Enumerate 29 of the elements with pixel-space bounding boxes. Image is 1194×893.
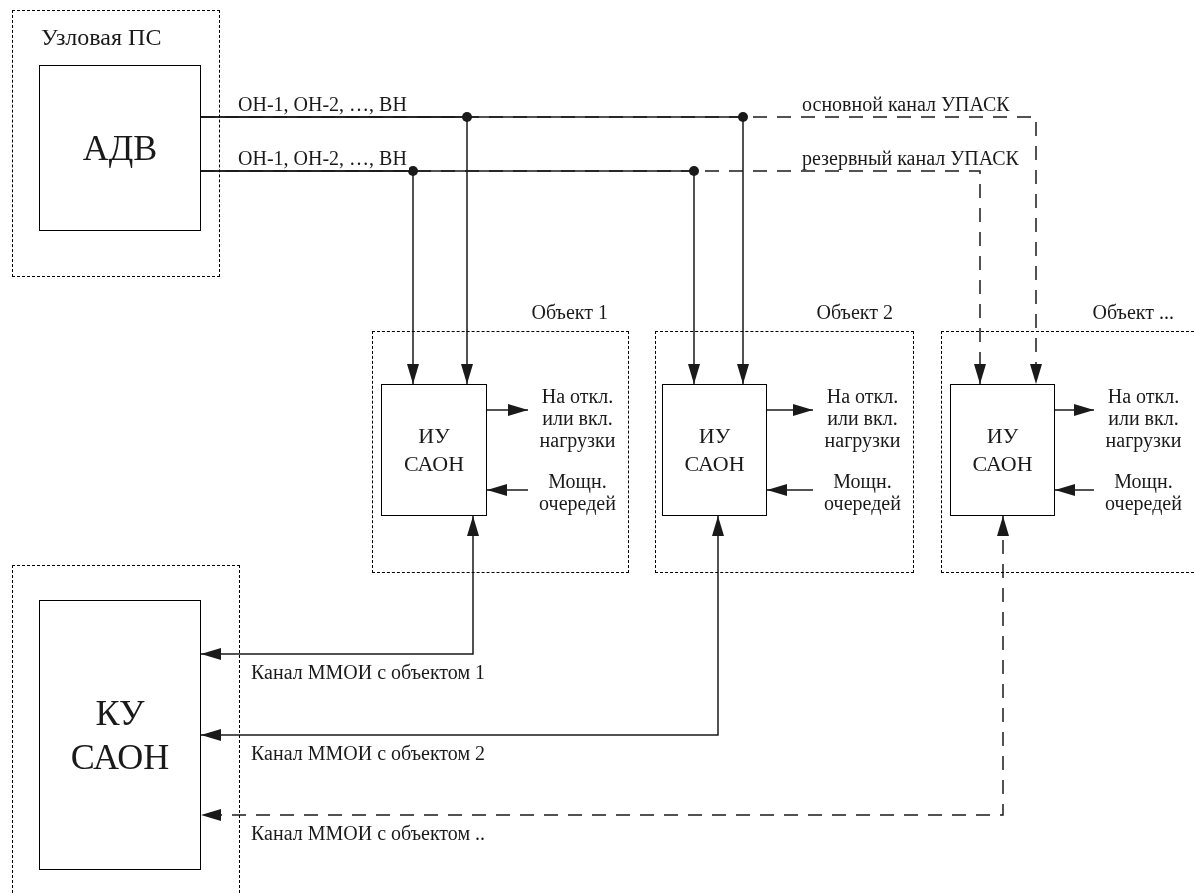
arrow	[200, 515, 479, 660]
arrow	[200, 515, 724, 741]
arrow	[1054, 484, 1095, 496]
box-label: АДВ	[81, 127, 159, 170]
signal-text: На откл. или вкл. нагрузки	[1094, 383, 1193, 453]
box-label: ИУ САОН	[402, 422, 466, 478]
dashed-group-box	[12, 565, 240, 893]
process-box	[39, 65, 201, 231]
arrow	[766, 484, 814, 496]
arrow	[200, 170, 986, 385]
arrow	[1054, 404, 1095, 416]
box-label: КУ САОН	[69, 692, 171, 779]
arrow	[486, 484, 529, 496]
signal-text: На откл. или вкл. нагрузки	[528, 383, 627, 453]
arrow	[766, 404, 814, 416]
signal-text: Мощн. очередей	[1094, 466, 1193, 518]
process-box	[950, 384, 1055, 516]
arrow	[200, 515, 1009, 821]
arrow	[486, 404, 529, 416]
process-box	[662, 384, 767, 516]
arrow	[200, 116, 1042, 385]
signal-text: Мощн. очередей	[813, 466, 912, 518]
signal-text: На откл. или вкл. нагрузки	[813, 383, 912, 453]
box-label: ИУ САОН	[971, 422, 1034, 478]
box-label: ИУ САОН	[683, 422, 746, 478]
process-box	[39, 600, 201, 870]
process-box	[381, 384, 487, 516]
dashed-group-box	[12, 10, 220, 277]
signal-text: Мощн. очередей	[528, 466, 627, 518]
